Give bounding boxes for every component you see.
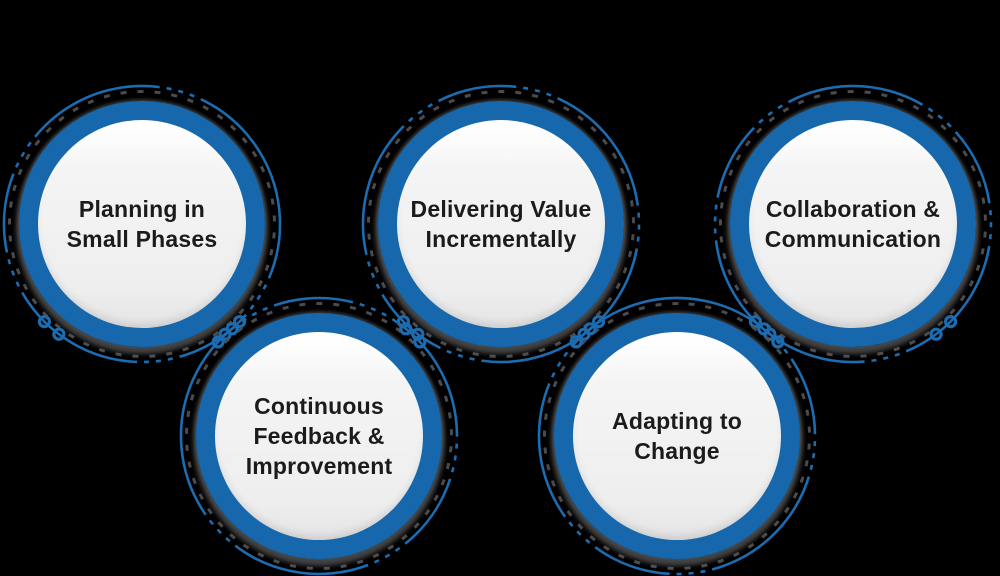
deco-ring <box>179 296 459 576</box>
deco-ring-node <box>943 315 958 329</box>
principle-circle-collaboration-communication: Collaboration & Communication <box>730 101 976 347</box>
deco-ring-shadow <box>8 90 276 358</box>
deco-ring-node <box>225 322 239 336</box>
deco-ring-node <box>211 335 225 349</box>
deco-ring-node <box>569 335 583 349</box>
principle-circle-planning-in-small-phases: Planning in Small Phases <box>19 101 265 347</box>
circle-label: Continuous Feedback & Improvement <box>245 393 393 479</box>
principle-circle-adapting-to-change: Adapting to Change <box>554 313 800 559</box>
deco-ring-group-feedback <box>179 296 459 576</box>
deco-ring-group-adapting <box>537 296 817 576</box>
deco-ring-node <box>757 322 771 336</box>
principle-circle-continuous-feedback-improvement: Continuous Feedback & Improvement <box>196 313 442 559</box>
deco-ring-node <box>771 335 785 349</box>
deco-ring-node <box>399 322 413 336</box>
deco-ring-node <box>591 315 606 329</box>
circle-label: Delivering Value Incrementally <box>410 196 592 252</box>
circle-label: Collaboration & Communication <box>764 196 942 252</box>
deco-ring-node <box>52 327 66 341</box>
principle-circle-delivering-value-incrementally: Delivering Value Incrementally <box>378 101 624 347</box>
deco-ring-shadow <box>718 90 987 358</box>
deco-ring <box>713 84 993 364</box>
deco-ring-node <box>583 322 597 336</box>
deco-ring-shadow <box>185 302 453 570</box>
deco-ring-shadow <box>543 302 811 571</box>
circle-label: Planning in Small Phases <box>66 196 218 252</box>
deco-ring-node <box>413 335 427 349</box>
deco-ring-node <box>37 315 52 329</box>
deco-ring-node <box>929 327 943 341</box>
deco-ring-node <box>233 315 247 329</box>
circle-label: Adapting to Change <box>612 408 742 464</box>
deco-ring <box>537 296 817 576</box>
deco-ring-node <box>748 315 763 329</box>
